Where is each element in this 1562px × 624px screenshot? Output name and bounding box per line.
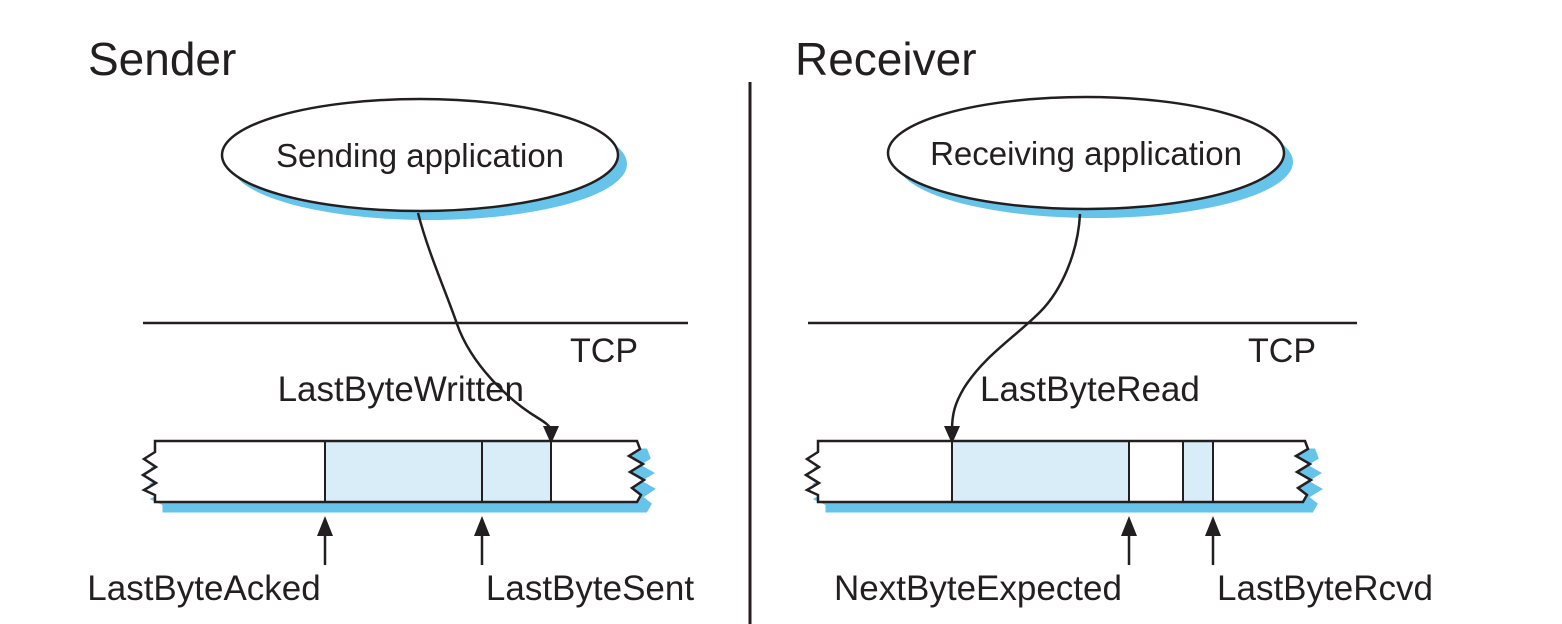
sender-heading: Sender [88,33,236,85]
receiver-app-arrowhead-icon [944,426,960,444]
last-byte-written-label: LastByteWritten [278,370,524,409]
last-byte-rcvd-label: LastByteRcvd [1217,569,1433,608]
last-byte-sent-label: LastByteSent [486,569,694,608]
sender-tcp-label: TCP [570,332,638,370]
next-byte-expected-label: NextByteExpected [834,569,1122,608]
sending-application-ellipse [220,97,620,213]
last-byte-rcvd-pointer: LastByteRcvd [1205,516,1433,608]
receiver-panel: Receiver Receiving application TCP LastB… [795,33,1433,608]
receive-buffer [803,439,1323,513]
last-byte-acked-pointer: LastByteAcked [87,516,333,608]
last-byte-sent-arrowhead-icon [474,516,490,536]
last-byte-acked-label: LastByteAcked [87,569,320,608]
sender-app-to-buffer-arrow [416,212,553,431]
receive-buffer-outline [803,439,1314,504]
receive-buffer-in-order-data-region [952,442,1129,501]
receiving-application-ellipse [886,95,1286,211]
sending-application-label: Sending application [276,137,564,174]
send-buffer-outline [140,439,647,504]
receiver-heading: Receiver [795,33,977,85]
send-buffer [140,439,656,513]
receiver-app-to-buffer-arrow [950,213,1082,431]
sender-app-arrowhead-icon [543,426,559,444]
last-byte-read-label: LastByteRead [980,370,1200,409]
last-byte-sent-pointer: LastByteSent [474,516,694,608]
next-byte-expected-pointer: NextByteExpected [834,516,1137,608]
send-buffer-unacked-data-region [325,442,551,501]
sender-panel: Sender Sending application TCP LastByteW… [87,33,694,608]
next-byte-expected-arrowhead-icon [1121,516,1137,536]
receiving-application-label: Receiving application [930,135,1242,172]
receiver-tcp-label: TCP [1248,332,1316,370]
last-byte-rcvd-arrowhead-icon [1205,516,1221,536]
last-byte-acked-arrowhead-icon [317,516,333,536]
receive-buffer-out-of-order-data-region [1183,442,1213,501]
